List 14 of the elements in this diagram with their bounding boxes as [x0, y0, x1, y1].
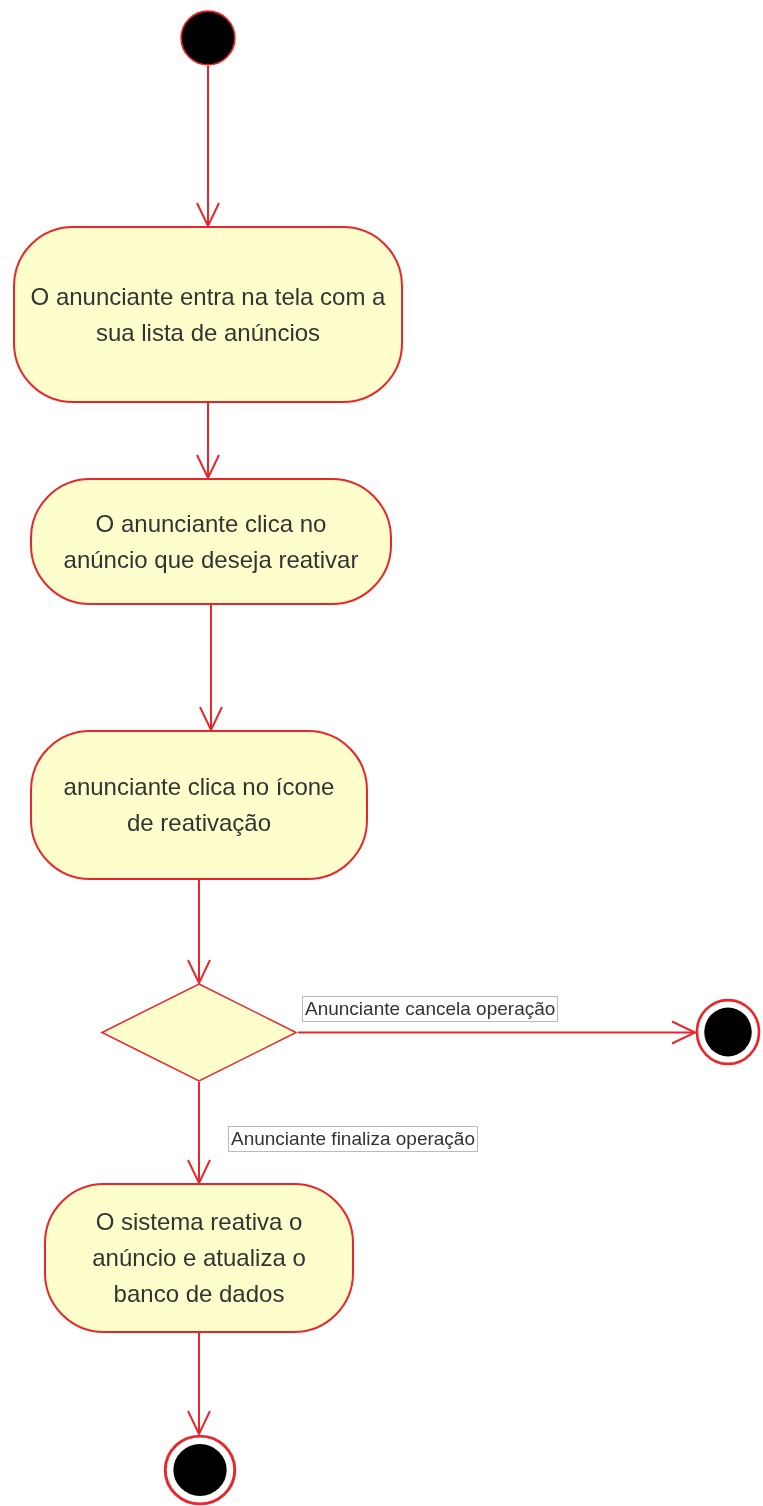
arrow — [196, 65, 220, 227]
edge-label: Anunciante finaliza operação — [228, 1126, 478, 1152]
arrow — [199, 604, 223, 731]
arrow — [187, 1081, 211, 1184]
action-text: O anunciante entra na tela com a sua lista de anúncios — [29, 281, 387, 348]
action-text: O sistema reativa o anúncio e atualiza o banco de dados — [91, 1207, 307, 1309]
arrow — [297, 1020, 696, 1045]
action-box — [13, 226, 403, 403]
edge-label: Anunciante cancela operação — [302, 996, 559, 1022]
arrow — [187, 1332, 211, 1435]
action-text: anunciante clica no ícone de reativação — [62, 772, 336, 838]
arrow — [196, 402, 220, 479]
action-text: O anunciante clica no anúncio que deseja reativar — [62, 508, 360, 575]
arrow — [187, 879, 211, 984]
